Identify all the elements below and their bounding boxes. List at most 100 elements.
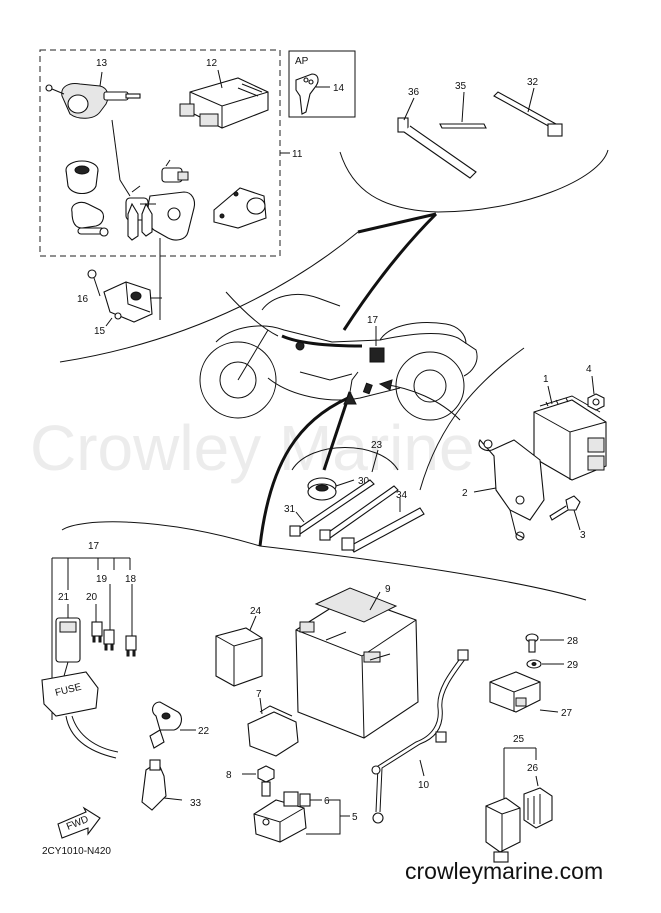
leader-to-frame	[342, 212, 438, 331]
battery-cable-10-part[interactable]	[371, 649, 469, 824]
leader-top-join	[357, 212, 437, 234]
starter-cover-7-part[interactable]	[247, 705, 299, 757]
callout-3[interactable]: 3	[580, 530, 586, 541]
ap-label: AP	[295, 56, 309, 67]
bolt-16-part[interactable]	[87, 269, 97, 279]
key-blank-parts[interactable]	[127, 202, 153, 241]
callout-7[interactable]: 7	[256, 689, 262, 700]
lock-cover-part[interactable]	[103, 281, 153, 323]
callout-22[interactable]: 22	[198, 726, 210, 737]
callout-17a[interactable]: 17	[367, 315, 379, 326]
ecu-unit-part[interactable]	[179, 77, 269, 129]
callout-18[interactable]: 18	[125, 574, 137, 585]
callout-5[interactable]: 5	[352, 812, 358, 823]
tie-group-arc	[291, 447, 399, 471]
ignition-switch-part[interactable]	[45, 83, 141, 119]
diagram-code: 2CY1010-N420	[42, 846, 111, 857]
tie-23-part[interactable]	[319, 485, 399, 541]
fuse-19-part[interactable]	[103, 629, 115, 651]
callout-24[interactable]: 24	[250, 606, 262, 617]
callout-34[interactable]: 34	[396, 490, 408, 501]
seat-lock-cap-part[interactable]	[65, 160, 99, 195]
cable-tie-36-part[interactable]	[397, 117, 477, 179]
callout-25[interactable]: 25	[513, 734, 525, 745]
ap-frame	[288, 50, 356, 118]
fuse-20-part[interactable]	[91, 621, 103, 643]
arrow-head-left	[378, 379, 393, 391]
fuse-18-part[interactable]	[125, 635, 137, 657]
fuse-wire	[65, 715, 117, 759]
ecu-bracket-group: 1 4 2 3	[462, 364, 607, 541]
clamp-30-part[interactable]	[307, 477, 337, 501]
fuel-cap-lock-part[interactable]	[161, 159, 189, 183]
callout-4[interactable]: 4	[586, 364, 592, 375]
site-url[interactable]: crowleymarine.com	[405, 858, 603, 884]
callout-19[interactable]: 19	[96, 574, 108, 585]
cable-tie-group-top: 36 35 32	[397, 77, 563, 179]
callout-29[interactable]: 29	[567, 660, 579, 671]
connector-26-part[interactable]	[523, 787, 553, 829]
callout-12[interactable]: 12	[206, 58, 218, 69]
callout-36[interactable]: 36	[408, 87, 420, 98]
fuse-holder-21-part[interactable]	[55, 617, 81, 681]
leader-battery	[258, 396, 349, 547]
divider-right	[419, 347, 525, 491]
bolt-8-part[interactable]	[257, 765, 275, 797]
divider-curve-top-right	[339, 149, 609, 213]
bolt-3-part[interactable]	[549, 495, 581, 521]
tie-31-part[interactable]	[289, 479, 375, 537]
screw-28-part[interactable]	[525, 633, 539, 653]
ap-key-box: AP 14	[288, 50, 356, 118]
callout-8[interactable]: 8	[226, 770, 232, 781]
nut-4-part[interactable]	[587, 393, 605, 411]
clip-35-part[interactable]	[439, 123, 487, 129]
fuse-box-part[interactable]: FUSE	[41, 671, 99, 717]
arrow-head-up	[343, 390, 357, 405]
callout-15[interactable]: 15	[94, 326, 106, 337]
callout-27[interactable]: 27	[561, 708, 573, 719]
lock-cylinder-part[interactable]	[71, 201, 109, 237]
location-marker-17	[369, 347, 385, 363]
callout-1[interactable]: 1	[543, 374, 549, 385]
relay-24-part[interactable]	[215, 627, 263, 687]
callout-9[interactable]: 9	[385, 584, 391, 595]
starter-relay-5-part[interactable]	[253, 791, 307, 843]
callout-17b[interactable]: 17	[88, 541, 100, 552]
fuse-group: 17 19 18 20 21 F	[41, 541, 137, 759]
divider-lower	[61, 521, 587, 601]
watermark-text: Crowley Marine	[30, 412, 475, 484]
key-switch-set-group: 11 13 12	[39, 49, 303, 320]
key-part[interactable]	[295, 73, 319, 115]
callout-20[interactable]: 20	[86, 592, 98, 603]
callout-16[interactable]: 16	[77, 294, 89, 305]
bracket-33-part[interactable]	[141, 759, 183, 811]
callout-14[interactable]: 14	[333, 83, 345, 94]
ecu-part[interactable]	[533, 395, 607, 481]
sensor-27-part[interactable]	[489, 671, 541, 713]
washer-29-part[interactable]	[526, 659, 542, 669]
callout-32[interactable]: 32	[527, 77, 539, 88]
callout-6[interactable]: 6	[324, 796, 330, 807]
callout-30[interactable]: 30	[358, 476, 370, 487]
battery-part[interactable]	[295, 587, 419, 739]
callout-10[interactable]: 10	[418, 780, 430, 791]
callout-21[interactable]: 21	[58, 592, 70, 603]
fuse-6-part[interactable]	[299, 793, 311, 807]
callout-13[interactable]: 13	[96, 58, 108, 69]
callout-35[interactable]: 35	[455, 81, 467, 92]
switch-bracket-part[interactable]	[213, 187, 267, 229]
callout-11[interactable]: 11	[292, 149, 303, 160]
clamp-22-part[interactable]	[149, 701, 183, 749]
lock-bracket-group: 16 15	[77, 269, 162, 337]
callout-33[interactable]: 33	[190, 798, 202, 809]
callout-31[interactable]: 31	[284, 504, 296, 515]
callout-28[interactable]: 28	[567, 636, 579, 647]
callout-26[interactable]: 26	[527, 763, 539, 774]
callout-23[interactable]: 23	[371, 440, 383, 451]
cable-tie-32-part[interactable]	[493, 91, 563, 137]
relay-25-part[interactable]	[485, 797, 521, 863]
ecu-bracket-part[interactable]	[478, 439, 545, 541]
tie-34-part[interactable]	[341, 507, 425, 553]
callout-2[interactable]: 2	[462, 488, 468, 499]
